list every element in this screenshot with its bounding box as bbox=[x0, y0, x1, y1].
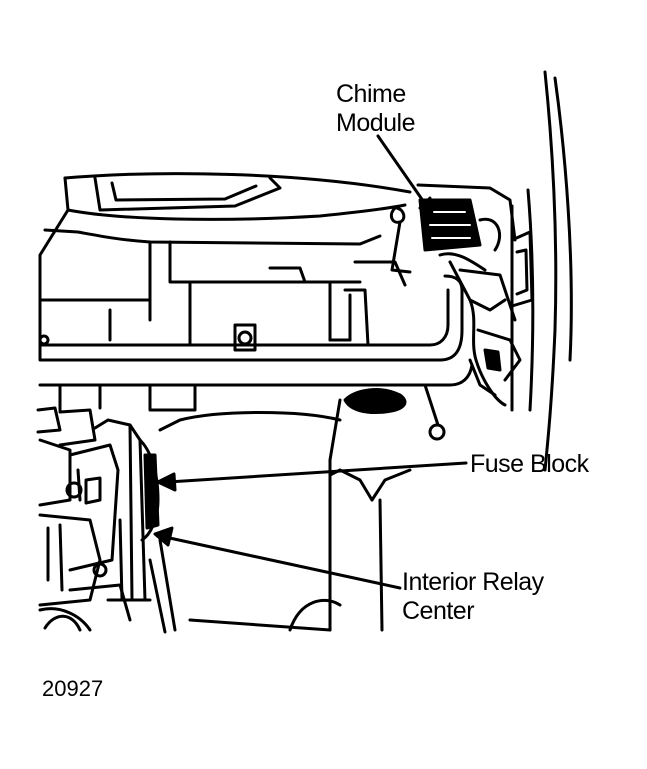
door-pillar bbox=[510, 70, 573, 472]
fuse-block-leader-arrow bbox=[156, 461, 468, 492]
chime-leader-arrow bbox=[376, 134, 434, 216]
dash-cross-bar bbox=[38, 274, 474, 412]
relay-center-leader-arrow bbox=[153, 526, 402, 590]
chime-module-assembly bbox=[389, 183, 522, 407]
chime-module-label-line2: Module bbox=[336, 109, 416, 137]
fuse-block-cluster bbox=[36, 406, 177, 634]
chime-module-label: Chime Module bbox=[336, 80, 416, 138]
interior-relay-center-label-line2: Center bbox=[402, 597, 475, 625]
interior-relay-center-label: Interior Relay Center bbox=[402, 568, 544, 626]
interior-relay-center-label-line1: Interior Relay bbox=[402, 568, 544, 596]
fuse-block-label: Fuse Block bbox=[470, 450, 589, 478]
figure-number: 20927 bbox=[42, 676, 104, 701]
chime-module-label-line1: Chime bbox=[336, 80, 406, 108]
lower-dash-structure bbox=[158, 383, 446, 632]
dash-upper-panel bbox=[38, 172, 412, 347]
